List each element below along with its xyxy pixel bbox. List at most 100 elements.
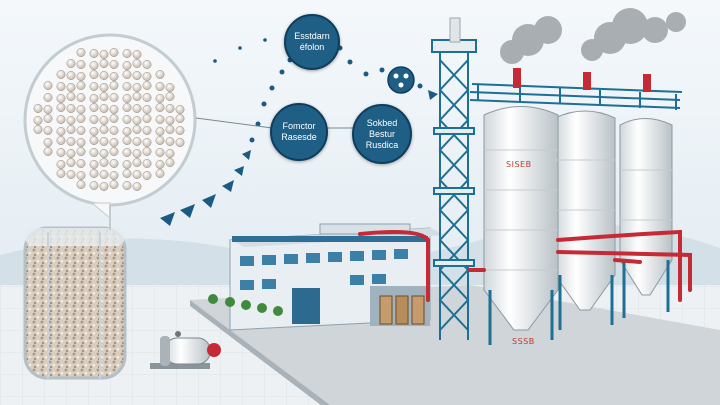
pellet [76, 114, 86, 123]
pellet [89, 181, 99, 190]
pellet [66, 83, 76, 92]
pellet [132, 59, 142, 68]
pellet [142, 81, 152, 90]
pellet [43, 138, 53, 147]
pellet [109, 180, 119, 189]
pellet [99, 104, 109, 113]
pellet [33, 104, 43, 113]
pellet [142, 171, 152, 180]
top-bubble-text: Esstdarn éfolon [294, 31, 330, 52]
pipe-label: SSSB [512, 337, 535, 346]
pellet [132, 170, 142, 179]
smoke-plumes [500, 8, 686, 64]
pellet-magnifier [23, 33, 197, 220]
pellet [99, 170, 109, 179]
pellet [175, 126, 185, 135]
pellet [99, 137, 109, 146]
pellet [99, 50, 109, 59]
pellet [76, 72, 86, 81]
pellet [142, 126, 152, 135]
process-pipes [358, 229, 692, 302]
pellet [56, 136, 66, 145]
silo-label: SISEB [506, 160, 532, 169]
pellet [89, 103, 99, 112]
middle-bubble: Fomctor Rasesde [270, 103, 328, 161]
pellet [66, 116, 76, 125]
pellet [109, 81, 119, 90]
pellet [56, 82, 66, 91]
pellet [76, 147, 86, 156]
pellet [132, 182, 142, 191]
pellet [155, 169, 165, 178]
pellet [99, 92, 109, 101]
pellet [99, 71, 109, 80]
pellet [142, 72, 152, 81]
pellet [99, 59, 109, 68]
pellet [66, 59, 76, 68]
pressure-tank [150, 331, 221, 369]
pellet [142, 147, 152, 156]
top-bubble: Esstdarn éfolon [284, 14, 340, 70]
pellet [89, 169, 99, 178]
pellet [165, 125, 175, 134]
pellet [89, 148, 99, 157]
pellet [122, 61, 132, 70]
pellet [109, 126, 119, 135]
pellet [109, 114, 119, 123]
silos [483, 68, 673, 345]
pellet [99, 149, 109, 158]
factory-building [229, 223, 445, 331]
pellet [56, 115, 66, 124]
pellet [155, 82, 165, 91]
pellet [99, 125, 109, 134]
right-bubble: Sokbed Bestur Rusdica [352, 104, 412, 164]
pellet [122, 181, 132, 190]
pellet [43, 93, 53, 102]
pellet [89, 136, 99, 145]
pellet [99, 116, 109, 125]
pellet [165, 149, 175, 158]
pellet [165, 83, 175, 92]
pellet [66, 149, 76, 158]
pellet [33, 116, 43, 125]
pellet [43, 105, 53, 114]
pellet [76, 48, 86, 57]
pellet [165, 137, 175, 146]
pellet [66, 170, 76, 179]
pellet-vessel [23, 205, 127, 380]
pellet [89, 94, 99, 103]
pellet [109, 147, 119, 156]
pellet [132, 149, 142, 158]
pellet [122, 148, 132, 157]
pellet [56, 70, 66, 79]
pellet [43, 147, 53, 156]
pellet [56, 148, 66, 157]
pellet [99, 158, 109, 167]
pellet [155, 160, 165, 169]
pellet [66, 92, 76, 101]
pellet [33, 125, 43, 134]
pellet [43, 126, 53, 135]
pellet [142, 60, 152, 69]
pellet [132, 92, 142, 101]
pellet [43, 81, 53, 90]
pellet [56, 127, 66, 136]
pellet [142, 93, 152, 102]
pellet [56, 160, 66, 169]
pellet [89, 115, 99, 124]
right-bubble-text: Sokbed Bestur Rusdica [365, 117, 399, 150]
pellet [122, 115, 132, 124]
pellet [175, 105, 185, 114]
pellet [122, 94, 132, 103]
pellet [132, 104, 142, 113]
pellet [132, 116, 142, 125]
pellet [66, 104, 76, 113]
pellet [66, 71, 76, 80]
pellet [132, 50, 142, 59]
pellet [89, 49, 99, 58]
pellet [175, 138, 185, 147]
pellet [56, 169, 66, 178]
pellet [89, 70, 99, 79]
pellet [142, 105, 152, 114]
